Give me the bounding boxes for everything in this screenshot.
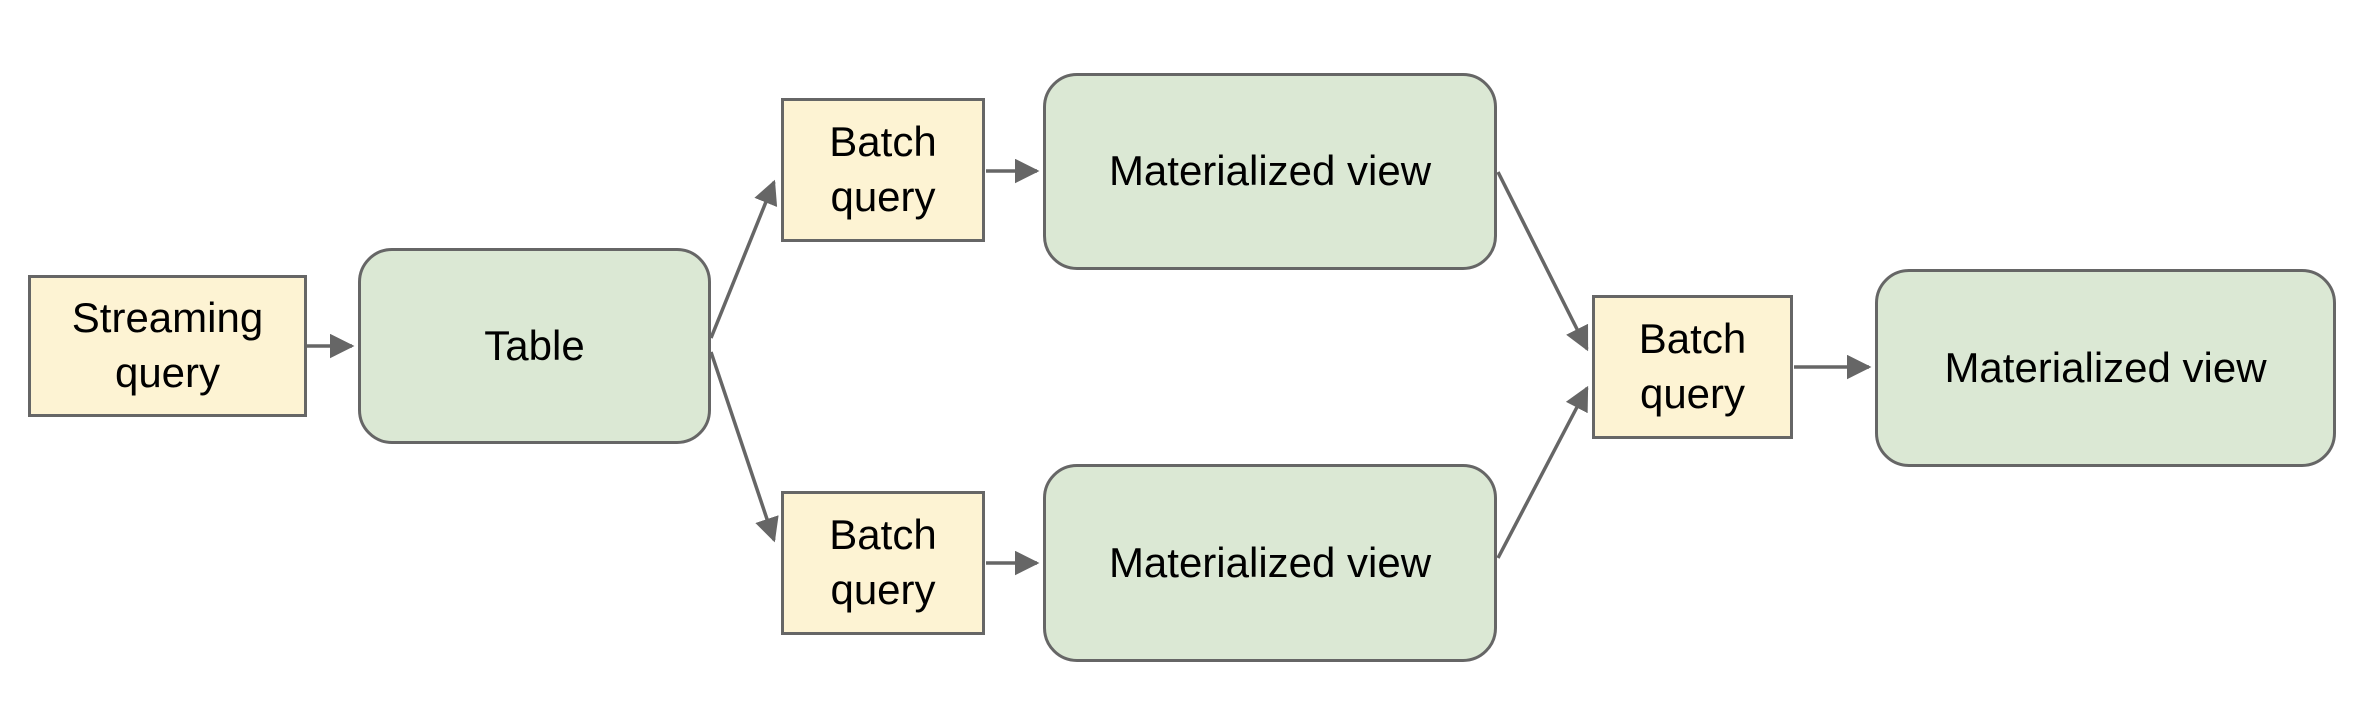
arrow-table-to-batch-query-top <box>709 179 778 339</box>
node-batch-query-bottom: Batch query <box>781 491 985 635</box>
node-table-label: Table <box>484 321 585 369</box>
node-materialized-view-bottom-label: Materialized view <box>1108 538 1432 586</box>
arrow-table-to-batch-query-bottom <box>709 351 779 543</box>
node-streaming-query-label: Streaming query <box>71 294 264 396</box>
node-materialized-view-right: Materialized view <box>1875 269 2336 467</box>
node-batch-query-right-label: Batch query <box>1638 315 1747 417</box>
arrow-materialized-view-bottom-to-batch-query-right <box>1496 385 1589 559</box>
node-materialized-view-top-label: Materialized view <box>1108 147 1432 195</box>
node-table: Table <box>358 248 711 444</box>
arrow-materialized-view-top-to-batch-query-right <box>1496 171 1589 352</box>
node-materialized-view-bottom: Materialized view <box>1043 464 1497 662</box>
node-materialized-view-top: Materialized view <box>1043 73 1497 270</box>
node-materialized-view-right-label: Materialized view <box>1944 343 2267 391</box>
node-batch-query-right: Batch query <box>1592 295 1793 439</box>
node-streaming-query: Streaming query <box>28 275 307 417</box>
node-batch-query-top-label: Batch query <box>829 118 937 220</box>
node-batch-query-bottom-label: Batch query <box>829 511 937 613</box>
node-batch-query-top: Batch query <box>781 98 985 242</box>
